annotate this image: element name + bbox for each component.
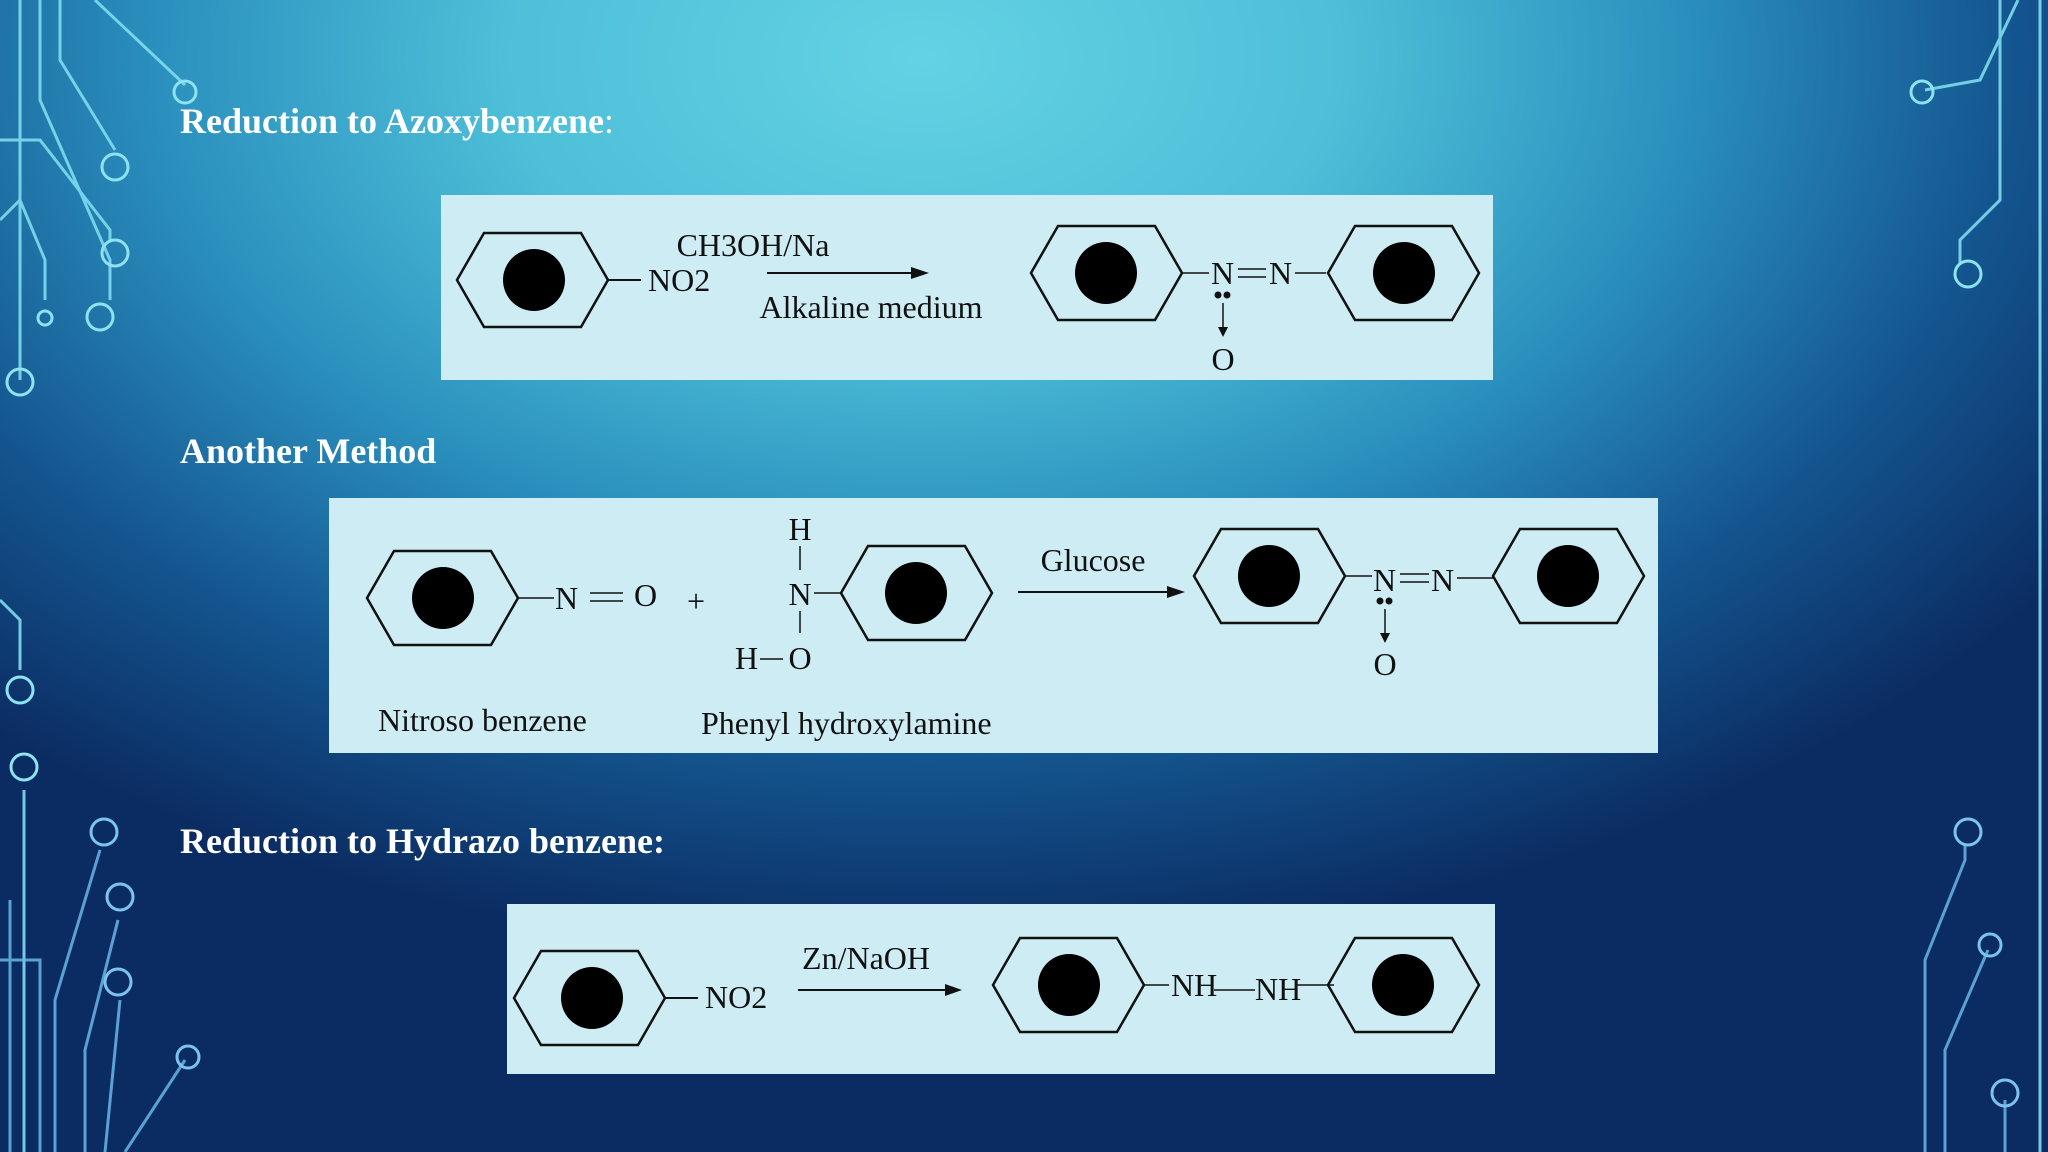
nitroso-o-label: O — [634, 577, 657, 613]
nitro-group-label: NO2 — [648, 262, 710, 298]
coordinate-bond-arrowhead — [1380, 633, 1390, 643]
glucose-reagent-label: Glucose — [1041, 542, 1146, 578]
benzene-ring-product-right — [1326, 936, 1481, 1034]
lone-pair-dot — [1214, 291, 1222, 299]
azoxy-oxygen: O — [1373, 646, 1396, 682]
benzene-ring-reactant — [455, 231, 610, 329]
section-heading-another-method: Another Method — [180, 431, 437, 471]
section-heading-azoxybenzene: Reduction to Azoxybenzene: — [180, 100, 614, 142]
reaction-panel-azoxybenzene: NO2 CH3OH/Na Alkaline medium N N O — [441, 195, 1493, 380]
benzene-ring-product-right — [1491, 527, 1646, 625]
nitro-group-label: NO2 — [705, 979, 767, 1015]
reagent-top-label: CH3OH/Na — [677, 227, 830, 263]
reaction-panel-another-method: N O + H N H O Glucose N N O — [329, 498, 1658, 753]
azoxy-n1: N — [1373, 562, 1396, 598]
plus-sign: + — [687, 583, 705, 619]
reaction-panel-hydrazobenzene: NO2 Zn/NaOH NH NH — [507, 904, 1495, 1074]
phenyl-hydroxylamine-caption: Phenyl hydroxylamine — [701, 705, 992, 741]
benzene-ring-nitroso — [365, 549, 520, 647]
zn-naoh-reagent-label: Zn/NaOH — [802, 940, 930, 976]
lone-pair-dot — [1376, 597, 1384, 605]
section-heading-hydrazobenzene: Reduction to Hydrazo benzene: — [180, 821, 665, 861]
hydrazo-nh2: NH — [1255, 971, 1301, 1007]
benzene-ring-product-left — [1029, 224, 1184, 322]
benzene-ring-product-right — [1326, 224, 1481, 322]
benzene-ring-reactant — [512, 949, 667, 1047]
hydroxylamine-n: N — [788, 576, 811, 612]
nitroso-benzene-caption: Nitroso benzene — [378, 702, 587, 738]
hydrazo-nh1: NH — [1171, 967, 1217, 1003]
reaction-arrowhead — [945, 984, 962, 996]
lone-pair-dot — [1385, 597, 1393, 605]
reaction-arrowhead — [911, 267, 929, 279]
benzene-ring-product-left — [1192, 527, 1347, 625]
benzene-ring-hydroxylamine — [839, 544, 994, 642]
reaction-arrowhead — [1167, 586, 1185, 598]
lone-pair-dot — [1223, 291, 1231, 299]
benzene-ring-product-left — [991, 936, 1146, 1034]
hydroxylamine-h-top: H — [788, 511, 811, 547]
nitroso-n-label: N — [555, 580, 578, 616]
heading-text: Reduction to Azoxybenzene — [180, 101, 604, 141]
hydroxylamine-o: O — [788, 640, 811, 676]
azoxy-n2: N — [1431, 562, 1454, 598]
reagent-bottom-label: Alkaline medium — [759, 289, 982, 325]
heading-colon: : — [603, 101, 614, 141]
azoxy-n1: N — [1211, 255, 1234, 291]
azoxy-oxygen: O — [1211, 341, 1234, 377]
coordinate-bond-arrowhead — [1218, 327, 1228, 337]
hydroxylamine-h-bottom: H — [735, 640, 758, 676]
azoxy-n2: N — [1269, 255, 1292, 291]
